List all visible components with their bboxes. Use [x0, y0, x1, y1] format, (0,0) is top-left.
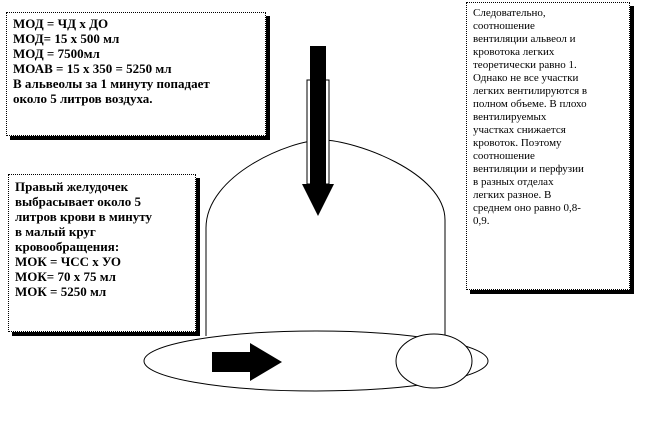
capillary-end-ellipse: [395, 333, 473, 389]
text-line: вентилируемых: [473, 111, 547, 123]
minute-ventilation-box: МОД = ЧД х ДО МОД= 15 х 500 мл МОД = 750…: [6, 12, 266, 136]
text-line: вентиляции альвеол и: [473, 33, 576, 45]
text-line: соотношение: [473, 150, 535, 162]
text-line: участках снижается: [473, 124, 566, 136]
text-line: Следовательно,: [473, 7, 546, 19]
text-line: МОАВ = 15 х 350 = 5250 мл: [13, 61, 172, 76]
text-line: Однако не все участки: [473, 72, 579, 84]
air-flow-arrow-down: [302, 46, 334, 216]
text-line: Правый желудочек: [15, 179, 129, 194]
text-line: соотношение: [473, 20, 535, 32]
text-line: в разных отделах: [473, 176, 554, 188]
text-line: легких вентилируются в: [473, 85, 588, 97]
text-line: В альвеолы за 1 минуту попадает: [13, 76, 210, 91]
text-line: кровоток. Поэтому: [473, 137, 562, 149]
text-line: МОК = ЧСС х УО: [15, 254, 122, 269]
text-line: 0,9.: [473, 215, 490, 227]
text-line: МОК= 70 х 75 мл: [15, 269, 116, 284]
text-line: МОД= 15 х 500 мл: [13, 31, 120, 46]
text-line: около 5 литров воздуха.: [13, 91, 153, 106]
text-line: легких разное. В: [473, 189, 552, 201]
text-line: среднем оно равно 0,8-: [473, 202, 581, 214]
text-line: вентиляции и перфузии: [473, 163, 584, 175]
text-line: кровотока легких: [473, 46, 555, 58]
text-line: теоретически равно 1.: [473, 59, 577, 71]
blood-flow-arrow-right: [212, 343, 282, 381]
text-line: литров крови в минуту: [15, 209, 152, 224]
text-line: выбрасывает около 5: [15, 194, 141, 209]
text-line: полном объеме. В плохо: [473, 98, 587, 110]
text-line: МОК = 5250 мл: [15, 284, 107, 299]
text-line: кровообращения:: [15, 239, 120, 254]
text-line: МОД = ЧД х ДО: [13, 16, 109, 31]
text-line: в малый круг: [15, 224, 96, 239]
ventilation-perfusion-box: Следовательно, соотношение вентиляции ал…: [466, 2, 630, 290]
text-line: МОД = 7500мл: [13, 46, 100, 61]
cardiac-output-box: Правый желудочек выбрасывает около 5 лит…: [8, 174, 196, 332]
